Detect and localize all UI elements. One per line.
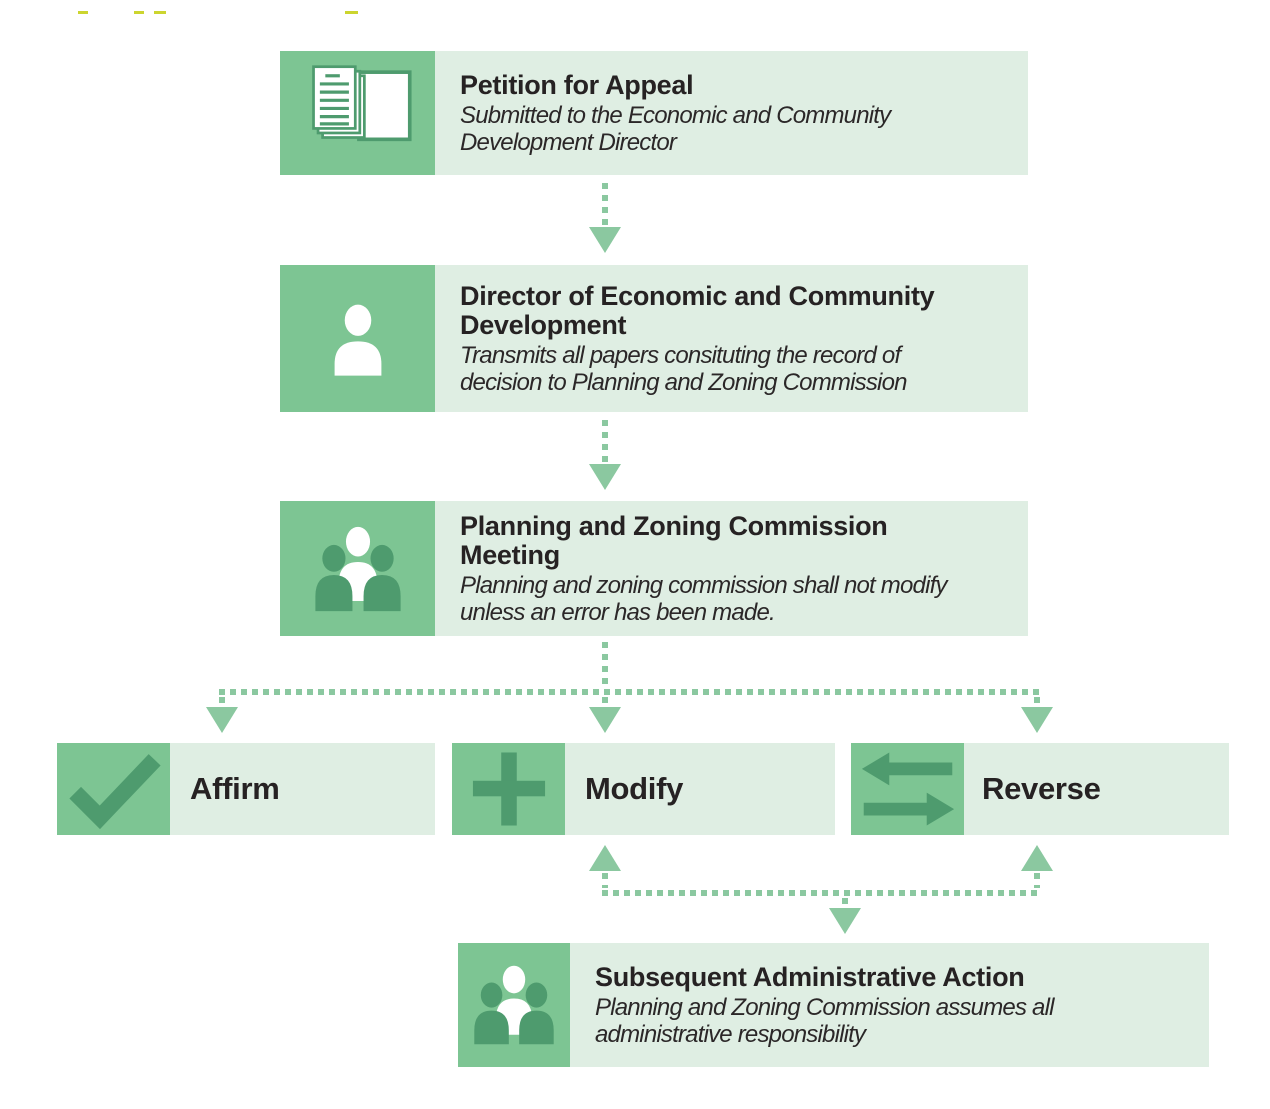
node-petition-for-appeal[interactable]: Petition for Appeal Submitted to the Eco… <box>280 51 1028 175</box>
people-icon <box>466 964 562 1046</box>
subsequent-title: Subsequent Administrative Action <box>595 961 1025 992</box>
arrow-down-icon <box>829 908 861 934</box>
affirm-icon-tile <box>57 743 170 835</box>
arrow-down-icon <box>206 707 238 733</box>
connector-petition-director-line <box>602 183 608 227</box>
arrow-down-icon <box>589 707 621 733</box>
arrow-up-icon <box>1021 845 1053 871</box>
director-title: Director of Economic and Community Devel… <box>460 280 935 340</box>
affirm-text-panel: Affirm <box>170 743 435 835</box>
branch-modify-stub <box>602 697 608 705</box>
petition-icon-tile <box>280 51 435 175</box>
cropped-yellow-mark <box>78 11 88 14</box>
reverse-text-panel: Reverse <box>964 743 1229 835</box>
commission-title: Planning and Zoning Commission Meeting <box>460 510 888 570</box>
node-director[interactable]: Director of Economic and Community Devel… <box>280 265 1028 412</box>
subsequent-icon-tile <box>458 943 570 1067</box>
people-icon <box>307 525 409 613</box>
subsequent-subtitle: Planning and Zoning Commission assumes a… <box>595 993 1054 1048</box>
branch-affirm-stub <box>219 697 225 705</box>
director-subtitle: Transmits all papers consituting the rec… <box>460 341 907 396</box>
commission-subtitle: Planning and zoning commission shall not… <box>460 571 947 626</box>
arrow-down-icon <box>589 464 621 490</box>
arrow-up-icon <box>589 845 621 871</box>
arrow-down-icon <box>1021 707 1053 733</box>
person-icon <box>319 300 397 378</box>
modify-icon-tile <box>452 743 565 835</box>
node-modify[interactable]: Modify <box>452 743 835 835</box>
swap-arrows-icon <box>856 747 960 831</box>
subsequent-text-panel: Subsequent Administrative Action Plannin… <box>570 943 1209 1067</box>
documents-icon <box>299 61 417 165</box>
node-commission-meeting[interactable]: Planning and Zoning Commission Meeting P… <box>280 501 1028 636</box>
petition-text-panel: Petition for Appeal Submitted to the Eco… <box>435 51 1028 175</box>
node-affirm[interactable]: Affirm <box>57 743 435 835</box>
petition-subtitle: Submitted to the Economic and Community … <box>460 101 891 156</box>
node-subsequent-action[interactable]: Subsequent Administrative Action Plannin… <box>458 943 1209 1067</box>
subsequent-stub <box>842 898 848 907</box>
branch-horizontal-line <box>219 689 1041 695</box>
connector-director-commission-line <box>602 420 608 464</box>
cropped-yellow-mark <box>154 11 166 14</box>
modify-text-panel: Modify <box>565 743 835 835</box>
arrow-down-icon <box>589 227 621 253</box>
director-text-panel: Director of Economic and Community Devel… <box>435 265 1028 412</box>
reverse-icon-tile <box>851 743 964 835</box>
plus-icon <box>457 747 561 831</box>
cropped-yellow-mark <box>134 11 144 14</box>
subsequent-horizontal-line <box>602 890 1040 896</box>
modify-label: Modify <box>585 771 684 806</box>
modify-return-stub <box>602 873 608 888</box>
branch-stem-line <box>602 642 608 689</box>
affirm-label: Affirm <box>190 771 280 806</box>
branch-reverse-stub <box>1034 697 1040 705</box>
petition-title: Petition for Appeal <box>460 69 694 100</box>
commission-icon-tile <box>280 501 435 636</box>
check-icon <box>62 747 166 831</box>
reverse-label: Reverse <box>982 771 1101 806</box>
commission-text-panel: Planning and Zoning Commission Meeting P… <box>435 501 1028 636</box>
director-icon-tile <box>280 265 435 412</box>
cropped-yellow-mark <box>345 11 358 14</box>
node-reverse[interactable]: Reverse <box>851 743 1229 835</box>
reverse-return-stub <box>1034 873 1040 888</box>
